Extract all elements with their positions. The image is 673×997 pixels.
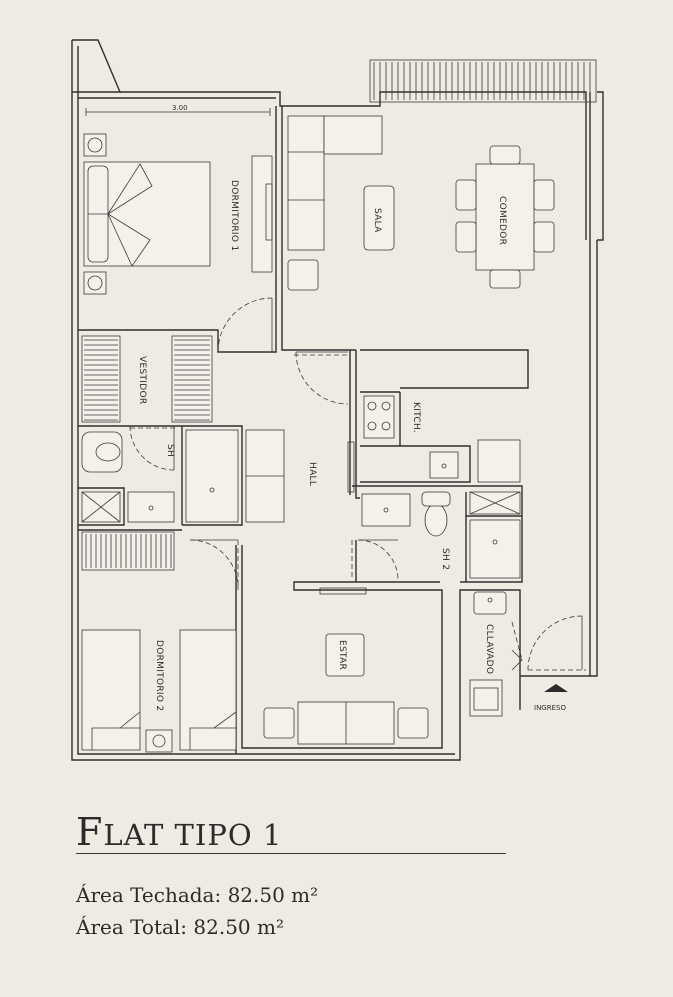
dimension-label: 3.00 [172, 104, 188, 112]
estar-furniture [263, 587, 429, 745]
doors [129, 297, 586, 671]
bathroom-2-fixtures [361, 491, 521, 579]
bathroom-1-fixtures [81, 431, 175, 523]
label-hall: HALL [307, 462, 317, 486]
floor-plan: DORMITORIO 1 VESTIDOR SALA COMEDOR KITCH… [71, 39, 604, 761]
label-sh-2: SH 2 [440, 548, 450, 570]
label-kitchen: KITCH. [411, 402, 421, 433]
label-sh-1: SH [165, 444, 175, 457]
label-vestidor: VESTIDOR [137, 356, 147, 404]
balcony-railing [369, 59, 597, 103]
bedroom-2-furniture [81, 629, 237, 753]
entrance-arrow-icon [544, 684, 568, 692]
label-comedor: COMEDOR [497, 196, 507, 245]
area-techada: Área Techada: 82.50 m² [76, 883, 319, 907]
title-underline [76, 853, 506, 854]
closets [81, 335, 213, 571]
interior-walls [78, 106, 529, 754]
label-lavado: CLLAVADO [484, 624, 494, 674]
area-total: Área Total: 82.50 m² [76, 915, 284, 939]
label-ingreso: INGRESO [534, 704, 566, 712]
bedroom-1-furniture [83, 108, 273, 295]
living-dining-furniture [287, 115, 555, 291]
plan-title: FLAT TIPO 1 [76, 810, 283, 854]
label-sala: SALA [372, 208, 382, 233]
kitchen-furniture [347, 395, 521, 493]
hall-furniture [185, 429, 285, 523]
label-dormitorio-2: DORMITORIO 2 [154, 640, 164, 711]
laundry-fixtures [469, 591, 507, 717]
label-estar: ESTAR [337, 640, 347, 670]
label-dormitorio-1: DORMITORIO 1 [229, 180, 239, 251]
